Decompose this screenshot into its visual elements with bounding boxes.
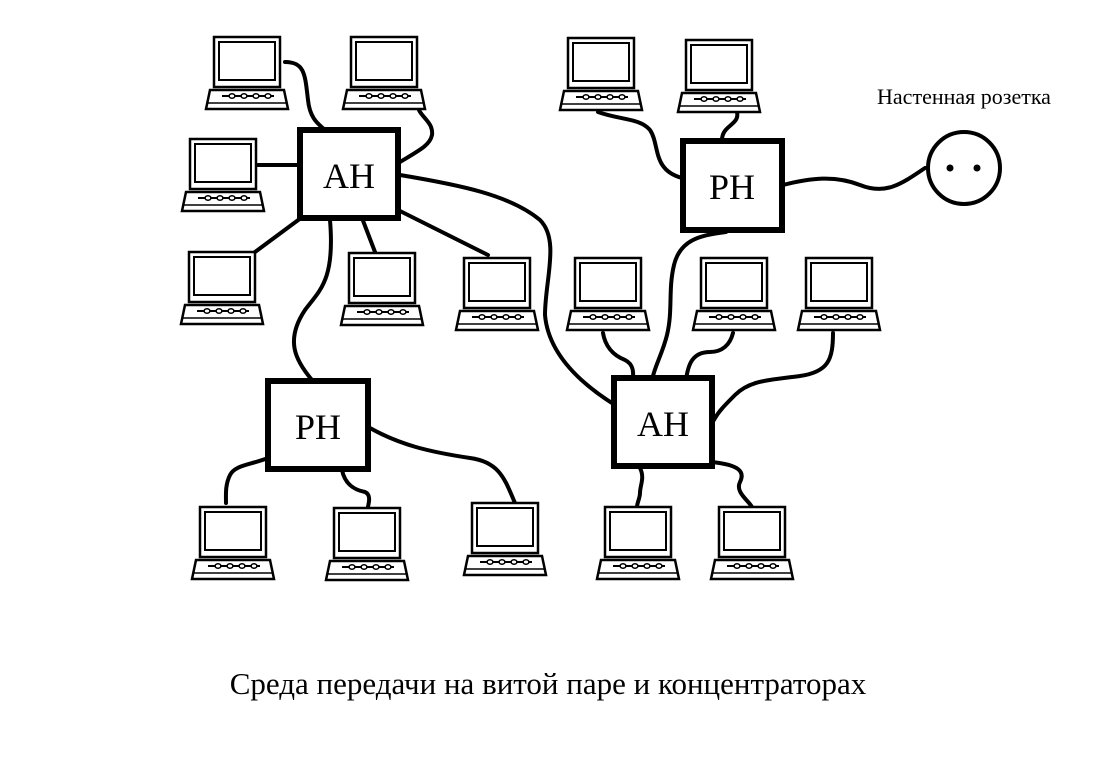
laptop-icon [558,36,644,112]
cable [635,466,645,509]
laptop-icon [204,35,290,111]
workstations [179,35,882,582]
laptop-icon [462,501,548,577]
cable [710,460,754,509]
cable [360,216,377,254]
laptop-icon [180,137,266,213]
cable [712,331,835,422]
laptop-icon [179,250,265,326]
hub-rh-top-right: РН [680,138,785,233]
cables [223,60,927,509]
laptop-icon [595,505,681,581]
laptop-icon [190,505,276,581]
cable [720,110,740,142]
laptop-icon [691,256,777,332]
hub-label: АН [637,404,689,444]
hub-label: РН [295,407,341,447]
cable [253,213,307,254]
laptop-icon [341,35,427,111]
hub-rh-bottom-left: РН [265,378,371,472]
cable [398,100,435,164]
cable [596,110,684,180]
cable [684,331,735,382]
cable [223,456,270,505]
cable [368,426,517,505]
cable [650,230,728,382]
laptop-icon [339,251,425,327]
laptop-icon [324,506,410,582]
laptop-icon [676,38,762,114]
laptop-icon [565,256,651,332]
cable [396,208,490,257]
cable [340,468,372,509]
wall-socket-label: Настенная розетка [877,84,1051,109]
hub-label: РН [709,167,755,207]
cable [601,331,636,382]
wall-socket-icon [926,130,1002,206]
laptop-icon [796,256,882,332]
cable [283,60,327,132]
cable [398,173,617,407]
hub-ah-top-left: АН [297,127,401,221]
cable [781,166,927,191]
hub-ah-bottom-right: АН [611,375,715,469]
hub-label: АН [323,156,375,196]
laptop-icon [454,256,540,332]
diagram-caption: Среда передачи на витой паре и концентра… [230,666,867,701]
cable [291,218,333,382]
laptop-icon [709,505,795,581]
